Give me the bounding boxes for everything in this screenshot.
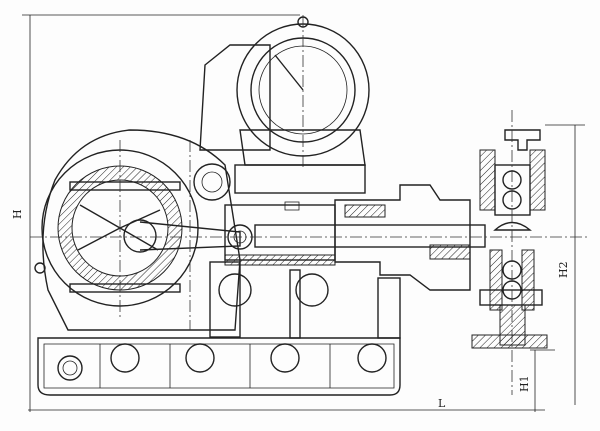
crankcase: [34, 129, 241, 331]
base-frame: [37, 337, 401, 396]
pump-body: [209, 184, 486, 339]
dimension-lines: [22, 14, 590, 412]
motor: [193, 15, 370, 201]
valve-assembly: [471, 110, 548, 395]
dimension-label-h2: H2: [557, 261, 570, 278]
dimension-label-l: L: [438, 397, 446, 410]
dimension-label-h1: H1: [518, 375, 531, 392]
dimension-label-h: H: [11, 209, 24, 219]
